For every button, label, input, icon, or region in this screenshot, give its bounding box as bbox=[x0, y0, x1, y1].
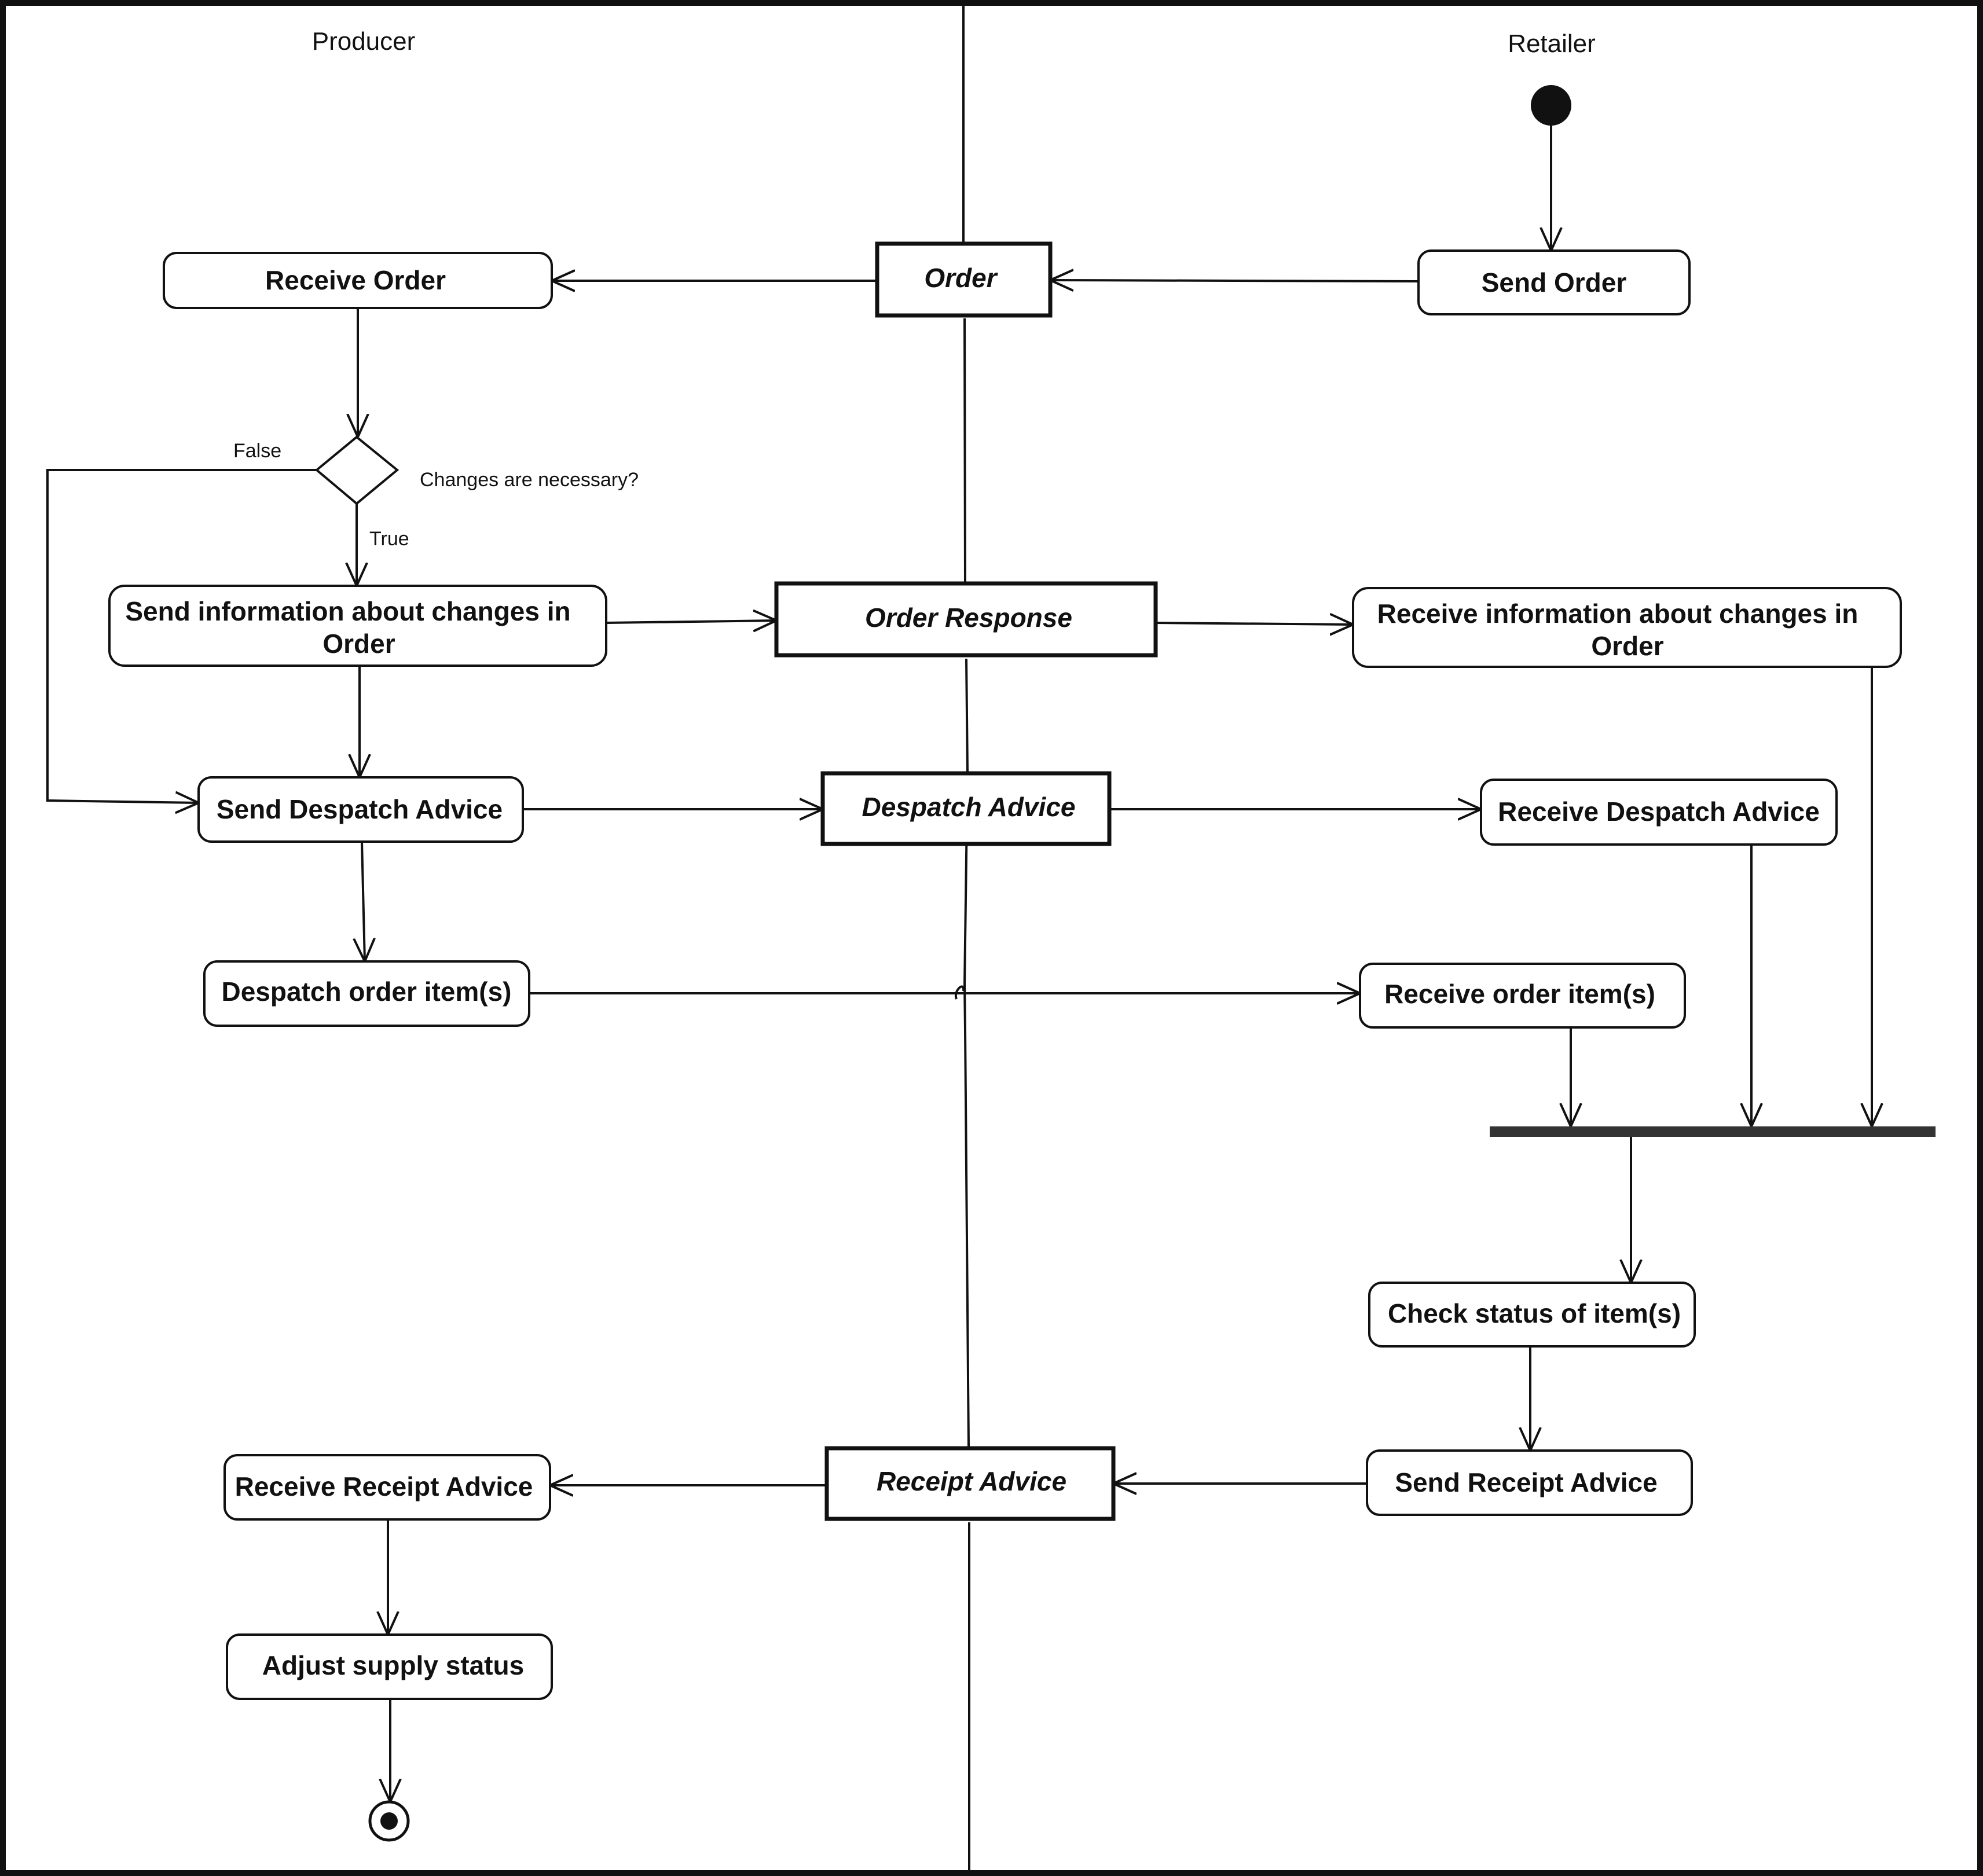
guard-false-label: False bbox=[233, 440, 281, 462]
activity-send-despatch-advice: Send Despatch Advice bbox=[197, 776, 524, 843]
activity-check-status: Check status of item(s) bbox=[1368, 1282, 1696, 1348]
activity-receive-order: Receive Order bbox=[163, 252, 553, 309]
object-despatch-advice: Despatch Advice bbox=[820, 771, 1112, 846]
decision-diamond bbox=[314, 435, 399, 505]
initial-node bbox=[1531, 85, 1571, 126]
svg-text:Adjust supply status: Adjust supply status bbox=[262, 1650, 524, 1680]
edge-decision-false bbox=[46, 469, 317, 803]
activity-despatch-order-items: Despatch order item(s) bbox=[203, 960, 530, 1027]
svg-text:Send information about changes: Send information about changes in bbox=[125, 596, 570, 626]
activity-receive-receipt-advice: Receive Receipt Advice bbox=[223, 1454, 551, 1521]
activity-send-information-about-changes: Send information about changes in Order bbox=[108, 585, 607, 667]
svg-text:Send Order: Send Order bbox=[1482, 267, 1627, 298]
join-bar bbox=[1490, 1126, 1936, 1137]
svg-text:Receive Receipt Advice: Receive Receipt Advice bbox=[235, 1471, 533, 1501]
svg-text:Despatch Advice: Despatch Advice bbox=[862, 792, 1076, 822]
lane-title-retailer: Retailer bbox=[1508, 30, 1596, 58]
svg-text:Order Response: Order Response bbox=[865, 603, 1072, 633]
svg-text:Receive information about chan: Receive information about changes in bbox=[1377, 599, 1859, 629]
lane-title-producer: Producer bbox=[312, 27, 416, 56]
activity-receive-information-about-changes: Receive information about changes in Ord… bbox=[1352, 587, 1902, 668]
swimlane-divider bbox=[962, 6, 970, 1873]
activity-receive-order-items: Receive order item(s) bbox=[1359, 963, 1686, 1029]
svg-text:Send Despatch Advice: Send Despatch Advice bbox=[217, 794, 503, 824]
activity-receive-despatch-advice: Receive Despatch Advice bbox=[1480, 779, 1838, 846]
svg-text:Send Receipt Advice: Send Receipt Advice bbox=[1395, 1467, 1657, 1497]
final-node bbox=[368, 1800, 410, 1842]
object-order-response: Order Response bbox=[774, 581, 1158, 658]
svg-text:Order: Order bbox=[924, 263, 998, 293]
object-receipt-advice: Receipt Advice bbox=[824, 1446, 1116, 1521]
svg-text:Order: Order bbox=[1591, 631, 1663, 661]
edge-send-order-to-order bbox=[1050, 280, 1419, 281]
svg-text:Check status of item(s): Check status of item(s) bbox=[1388, 1298, 1681, 1328]
edge-send-despatch-to-despatch-items bbox=[362, 841, 365, 961]
svg-text:Despatch order item(s): Despatch order item(s) bbox=[221, 976, 511, 1007]
line-jump bbox=[954, 985, 965, 1000]
edge-order-response-to-receive-info bbox=[1155, 623, 1353, 625]
svg-text:Receipt Advice: Receipt Advice bbox=[877, 1466, 1066, 1496]
svg-text:Receive Despatch Advice: Receive Despatch Advice bbox=[1498, 796, 1820, 827]
svg-text:Order: Order bbox=[322, 629, 395, 659]
guard-true-label: True bbox=[369, 528, 409, 550]
svg-text:Receive order item(s): Receive order item(s) bbox=[1384, 979, 1655, 1009]
object-order: Order bbox=[875, 241, 1053, 318]
activity-adjust-supply-status: Adjust supply status bbox=[226, 1633, 553, 1700]
activity-send-order: Send Order bbox=[1417, 249, 1691, 315]
decision-question: Changes are necessary? bbox=[420, 469, 639, 491]
activity-send-receipt-advice: Send Receipt Advice bbox=[1366, 1449, 1693, 1516]
edge-send-info-to-order-response bbox=[606, 621, 776, 623]
svg-text:Receive Order: Receive Order bbox=[265, 265, 446, 295]
